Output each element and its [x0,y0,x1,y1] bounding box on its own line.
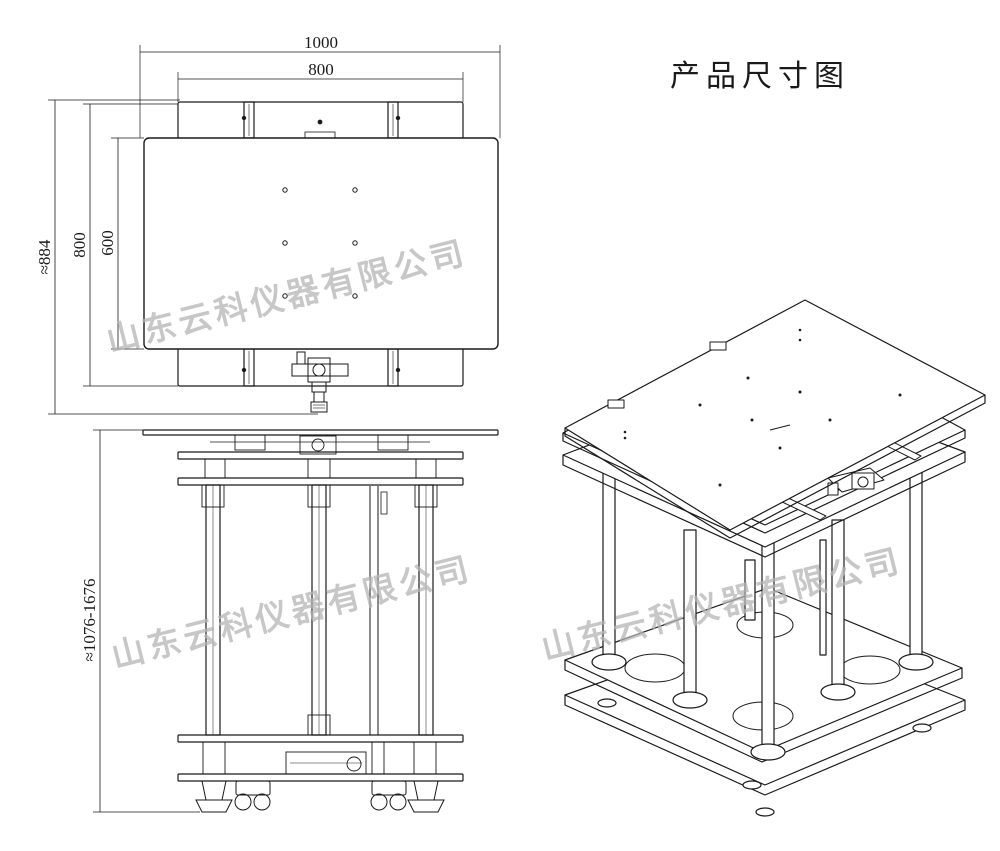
mounting-holes [282,187,358,299]
side-upper-plate-1 [177,451,464,460]
side-top-plate [142,429,499,436]
dim-884-vertical [48,99,318,415]
top-plate [143,137,499,350]
dim-height-vertical [93,429,200,813]
side-view [93,429,499,813]
dim-label-800-vertical: 800 [70,232,89,258]
side-lower-plate-2 [177,773,464,782]
watermark-middle: 山东云科仪器有限公司 [108,548,476,675]
dim-label-884: ≈884 [35,239,54,274]
dim-label-600: 600 [98,230,117,256]
dim-label-height-range: ≈1076-1676 [80,579,99,662]
side-base-hardware [195,780,445,813]
side-lower-collars [202,741,437,775]
drive-motor-assembly [291,351,349,413]
drawing-title: 产品尺寸图 [670,59,850,94]
dim-1000 [139,45,501,138]
isometric-view [562,299,986,817]
iso-drive-assembly [827,467,885,496]
dim-label-1000: 1000 [304,33,338,52]
side-upper-collars [204,458,437,479]
iso-top-clamps [607,341,727,409]
iso-feet [597,698,932,817]
dim-600-vertical [111,137,144,350]
iso-top-holes [623,328,902,487]
side-lower-plate-1 [177,734,464,743]
side-upper-plate-2 [177,477,464,486]
side-rail-carriage [210,434,430,455]
dim-label-800-horizontal: 800 [308,60,334,79]
dim-800-horizontal [177,72,464,102]
dim-800-vertical [83,103,178,387]
top-view [48,45,501,415]
iso-column-flanges [591,653,934,761]
